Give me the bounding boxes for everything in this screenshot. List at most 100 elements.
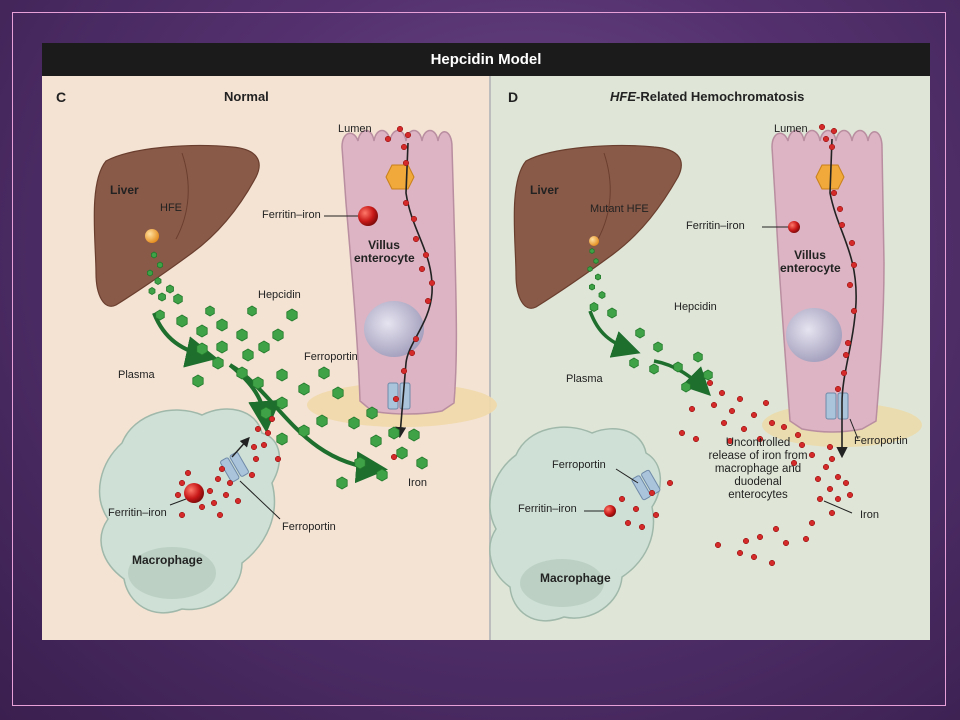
right-iron-dot: [750, 411, 758, 419]
left-iron-dot: [214, 475, 222, 483]
right-label-lumen: Lumen: [774, 123, 808, 135]
left-iron-dot: [410, 215, 418, 223]
right-iron-dot: [718, 389, 726, 397]
right-label-ferroportin-macro: Ferroportin: [552, 459, 606, 471]
right-hepcidin-hexagon: [593, 258, 599, 264]
right-iron-dot: [848, 239, 856, 247]
left-hepcidin-hexagon: [316, 414, 328, 428]
right-label-hepcidin: Hepcidin: [674, 301, 717, 313]
right-hepcidin-hexagon: [587, 266, 593, 272]
right-iron-dot: [632, 505, 640, 513]
right-iron-dot: [842, 351, 850, 359]
left-hepcidin-hexagon: [388, 426, 400, 440]
left-iron-dot: [412, 235, 420, 243]
left-hepcidin-hexagon: [252, 376, 264, 390]
left-hepcidin-hexagon: [408, 428, 420, 442]
left-hepcidin-hexagon: [416, 456, 428, 470]
left-iron-dot: [400, 143, 408, 151]
right-hepcidin-hexagon: [653, 341, 663, 353]
right-iron-dot: [808, 451, 816, 459]
right-hepcidin-hexagon: [693, 351, 703, 363]
left-hepcidin-hexagon: [376, 468, 388, 482]
right-iron-dot: [814, 475, 822, 483]
right-iron-dot: [756, 533, 764, 541]
right-iron-dot: [728, 407, 736, 415]
left-iron-dot: [274, 455, 282, 463]
left-label-ferritin-iron-top: Ferritin–iron: [262, 209, 321, 221]
left-iron-dot: [384, 135, 392, 143]
right-hepcidin-hexagon: [607, 307, 617, 319]
left-hepcidin-hexagon: [286, 308, 298, 322]
right-iron-dot: [772, 525, 780, 533]
left-hepcidin-hexagon: [276, 368, 288, 382]
right-iron-dot: [710, 401, 718, 409]
right-ferritin-iron-macro: [604, 505, 616, 517]
right-iron-dot: [678, 429, 686, 437]
left-label-plasma: Plasma: [118, 369, 155, 381]
left-iron-dot: [392, 395, 400, 403]
right-enterocyte-nucleus: [786, 308, 842, 362]
panel-letter-d: D: [508, 89, 519, 105]
right-hepcidin-hexagon: [649, 363, 659, 375]
right-iron-dot: [782, 539, 790, 547]
right-iron-dot: [688, 405, 696, 413]
right-iron-dot: [618, 495, 626, 503]
left-apical-transporter: [385, 164, 415, 190]
left-iron-dot: [216, 511, 224, 519]
right-hepcidin-hexagon: [629, 357, 639, 369]
right-iron-dot: [736, 549, 744, 557]
left-iron-dot: [210, 499, 218, 507]
left-macrophage-nucleus: [128, 547, 216, 599]
left-iron-dot: [248, 471, 256, 479]
panel-heading-normal: Normal: [224, 89, 269, 104]
left-hepcidin-hexagon: [216, 340, 228, 354]
left-iron-dot: [402, 159, 410, 167]
right-iron-dot: [822, 463, 830, 471]
panel-heading-hfe-italic: HFE: [610, 89, 636, 104]
right-iron-dot: [850, 261, 858, 269]
right-label-macrophage: Macrophage: [540, 571, 611, 585]
figure-title: Hepcidin Model: [42, 43, 930, 76]
left-hepcidin-hexagon: [247, 305, 257, 317]
right-liver: [513, 144, 682, 309]
right-label-mutant-hfe: Mutant HFE: [590, 203, 649, 215]
right-iron-dot: [834, 385, 842, 393]
left-iron-path: [395, 142, 433, 439]
left-hepcidin-hexagon: [272, 328, 284, 342]
left-iron-dot: [218, 465, 226, 473]
left-hepcidin-hexagon: [173, 293, 183, 305]
panel-heading-hfe: HFE-Related Hemochromatosis: [610, 89, 804, 104]
left-iron-dot: [418, 265, 426, 273]
left-iron-dot: [264, 429, 272, 437]
right-iron-dot: [794, 431, 802, 439]
right-iron-dot: [846, 281, 854, 289]
left-hepcidin-hexagon: [258, 340, 270, 354]
right-label-ferroportin: Ferroportin: [854, 435, 908, 447]
left-label-macrophage: Macrophage: [132, 553, 203, 567]
left-iron-dot: [404, 131, 412, 139]
left-liver: [93, 144, 260, 307]
right-iron-dot: [834, 473, 842, 481]
right-iron-dot: [648, 489, 656, 497]
left-hepcidin-hexagon: [196, 324, 208, 338]
right-hepcidin-hexagon: [595, 273, 601, 281]
left-hepcidin-hexagon: [192, 374, 204, 388]
left-iron-dot: [408, 349, 416, 357]
right-iron-dot: [706, 379, 714, 387]
left-hepcidin-hexagon: [236, 366, 248, 380]
left-hepcidin-hexagon: [166, 284, 174, 294]
left-label-liver: Liver: [110, 183, 139, 197]
left-hepcidin-hexagon: [276, 432, 288, 446]
right-iron-dot: [756, 435, 764, 443]
right-hepcidin-hexagon: [703, 369, 713, 381]
right-hepcidin-hexagon: [681, 381, 691, 393]
left-iron-dot: [396, 125, 404, 133]
panel-divider: [489, 76, 491, 640]
left-iron-dot: [198, 503, 206, 511]
left-hepcidin-hexagon: [176, 314, 188, 328]
right-label-plasma: Plasma: [566, 373, 603, 385]
left-iron-dot: [178, 511, 186, 519]
right-iron-dot: [750, 553, 758, 561]
right-iron-dot: [846, 491, 854, 499]
panel-letter-c: C: [56, 89, 67, 105]
